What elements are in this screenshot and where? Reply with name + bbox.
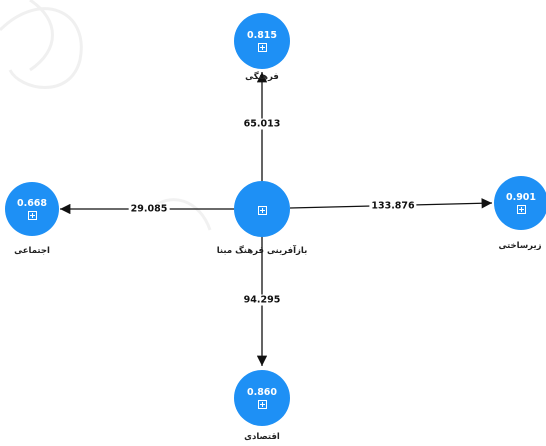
node-label-social: اجتماعی [14,246,50,256]
node-label-central: بازآفرینی فرهنگ مبنا [216,246,308,256]
node-economic[interactable]: 0.860 [234,370,290,426]
node-value: 0.901 [505,192,537,203]
node-value: 0.860 [246,387,278,398]
edge-label-bottom: 94.295 [241,294,283,306]
node-central[interactable] [234,181,290,237]
node-value: 0.815 [246,30,278,41]
node-cultural[interactable]: 0.815 [234,13,290,69]
edge-label-top: 65.013 [241,118,283,130]
node-label-infrastructure: زیرساختی [498,241,542,251]
edge-label-right: 133.876 [369,200,417,212]
expand-icon[interactable] [516,205,526,214]
expand-icon[interactable] [257,43,267,52]
node-label-cultural: فرهنگی [245,72,279,82]
edge-label-left: 29.085 [128,203,170,215]
node-label-economic: اقتصادی [244,432,280,442]
expand-icon[interactable] [257,400,267,409]
node-infrastructure[interactable]: 0.901 [494,176,546,230]
expand-icon[interactable] [27,211,37,220]
expand-icon[interactable] [257,205,267,215]
node-social[interactable]: 0.668 [5,182,59,236]
node-value: 0.668 [16,198,48,209]
